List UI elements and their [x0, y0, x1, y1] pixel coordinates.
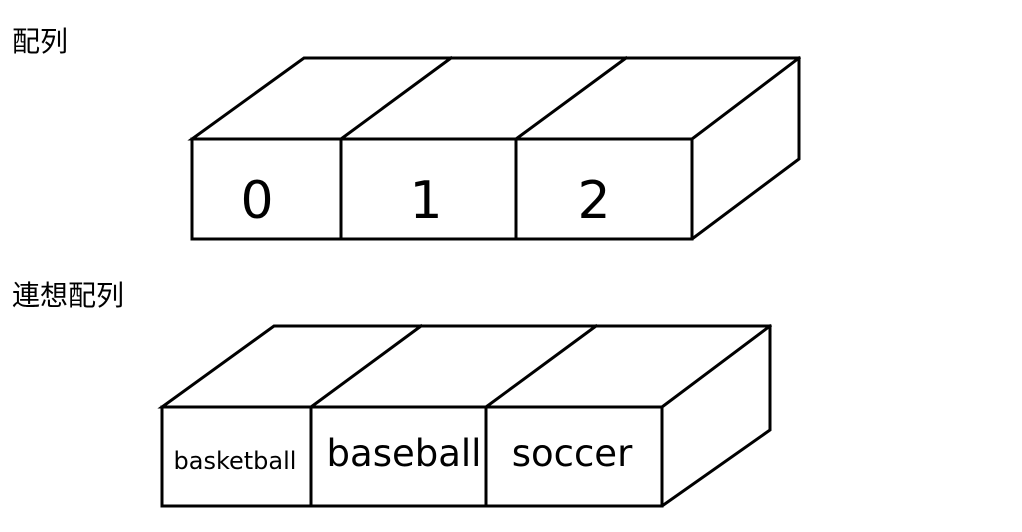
assoc-top-divider-2	[483, 323, 599, 410]
array-top-right-edge	[689, 55, 802, 142]
assoc-box-outline	[157, 324, 772, 508]
array-cell-0: 0	[240, 171, 273, 231]
associative-array-section-title: 連想配列	[12, 279, 125, 312]
array-box-outline	[187, 56, 801, 241]
array-section-title: 配列	[12, 25, 69, 58]
assoc-cell-baseball: baseball	[327, 432, 482, 475]
array-cell-1: 1	[409, 171, 442, 231]
array-top-divider-2	[513, 55, 629, 142]
array-cell-2: 2	[577, 171, 610, 231]
assoc-cell-basketball: basketball	[174, 447, 297, 475]
assoc-top-divider-1	[308, 323, 424, 410]
array-top-divider-1	[338, 55, 454, 142]
assoc-top-right-edge	[659, 323, 773, 410]
assoc-cell-soccer: soccer	[512, 432, 633, 475]
array-box: 0 1 2	[187, 55, 802, 241]
associative-array-box: basketball baseball soccer	[157, 323, 773, 508]
